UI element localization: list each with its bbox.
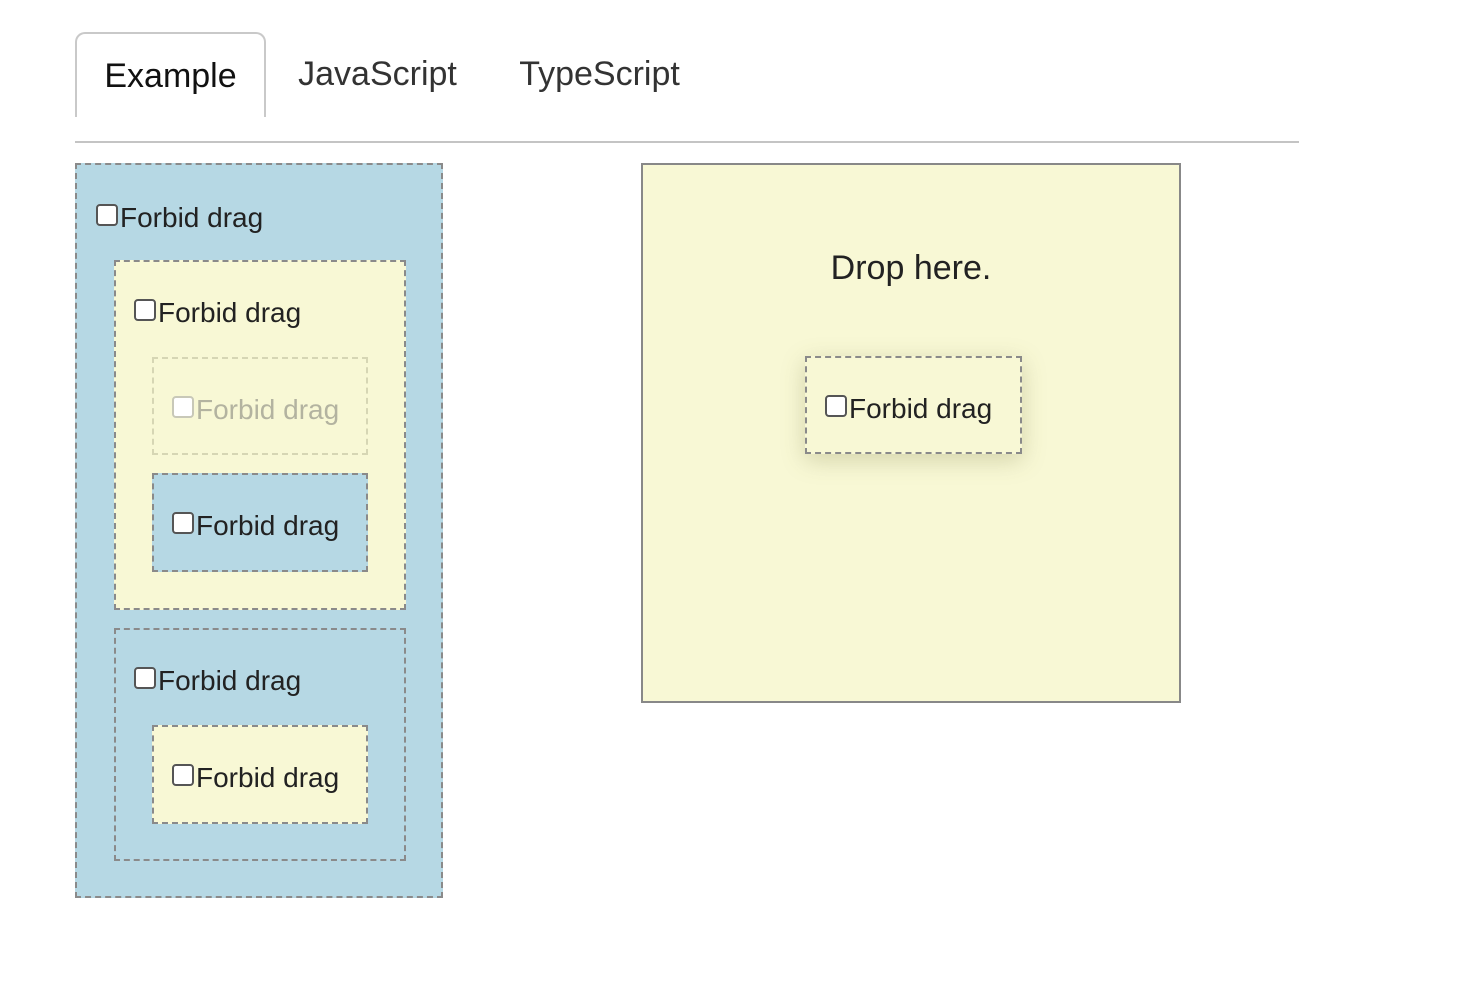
tab-typescript[interactable]: TypeScript [519, 55, 680, 93]
drag-placeholder: Forbid drag [152, 357, 368, 455]
forbid-drag-row: Forbid drag [172, 395, 339, 425]
draggable-blue-child[interactable]: Forbid drag [152, 473, 368, 572]
forbid-drag-label: Forbid drag [158, 665, 302, 696]
forbid-drag-row: Forbid drag [172, 763, 339, 793]
tab-divider [75, 141, 1299, 143]
forbid-drag-checkbox[interactable] [96, 204, 118, 226]
forbid-drag-row: Forbid drag [134, 666, 301, 696]
forbid-drag-label: Forbid drag [120, 202, 264, 233]
tab-javascript[interactable]: JavaScript [298, 55, 457, 93]
forbid-drag-checkbox[interactable] [172, 764, 194, 786]
forbid-drag-checkbox[interactable] [172, 512, 194, 534]
tab-example[interactable]: Example [75, 32, 266, 117]
draggable-yellow-group[interactable]: Forbid drag Forbid drag Forbid drag [114, 260, 406, 610]
forbid-drag-checkbox[interactable] [825, 395, 847, 417]
forbid-drag-label: Forbid drag [196, 762, 340, 793]
forbid-drag-row: Forbid drag [134, 298, 301, 328]
forbid-drag-row: Forbid drag [825, 394, 992, 424]
drop-zone[interactable]: Drop here. Forbid drag [641, 163, 1181, 703]
forbid-drag-checkbox[interactable] [134, 299, 156, 321]
drop-zone-title: Drop here. [830, 249, 992, 287]
tab-bar: Example JavaScript TypeScript [75, 32, 1299, 143]
forbid-drag-label: Forbid drag [849, 393, 993, 424]
forbid-drag-label: Forbid drag [158, 297, 302, 328]
forbid-drag-label: Forbid drag [196, 394, 340, 425]
dragged-item[interactable]: Forbid drag [805, 356, 1022, 454]
forbid-drag-label: Forbid drag [196, 510, 340, 541]
draggable-yellow-child[interactable]: Forbid drag [152, 725, 368, 824]
forbid-drag-row: Forbid drag [96, 203, 263, 233]
forbid-drag-row: Forbid drag [172, 511, 339, 541]
draggable-blue-group[interactable]: Forbid drag Forbid drag [114, 628, 406, 861]
forbid-drag-checkbox[interactable] [134, 667, 156, 689]
draggable-outer[interactable]: Forbid drag Forbid drag Forbid drag Forb… [75, 163, 443, 898]
forbid-drag-checkbox [172, 396, 194, 418]
